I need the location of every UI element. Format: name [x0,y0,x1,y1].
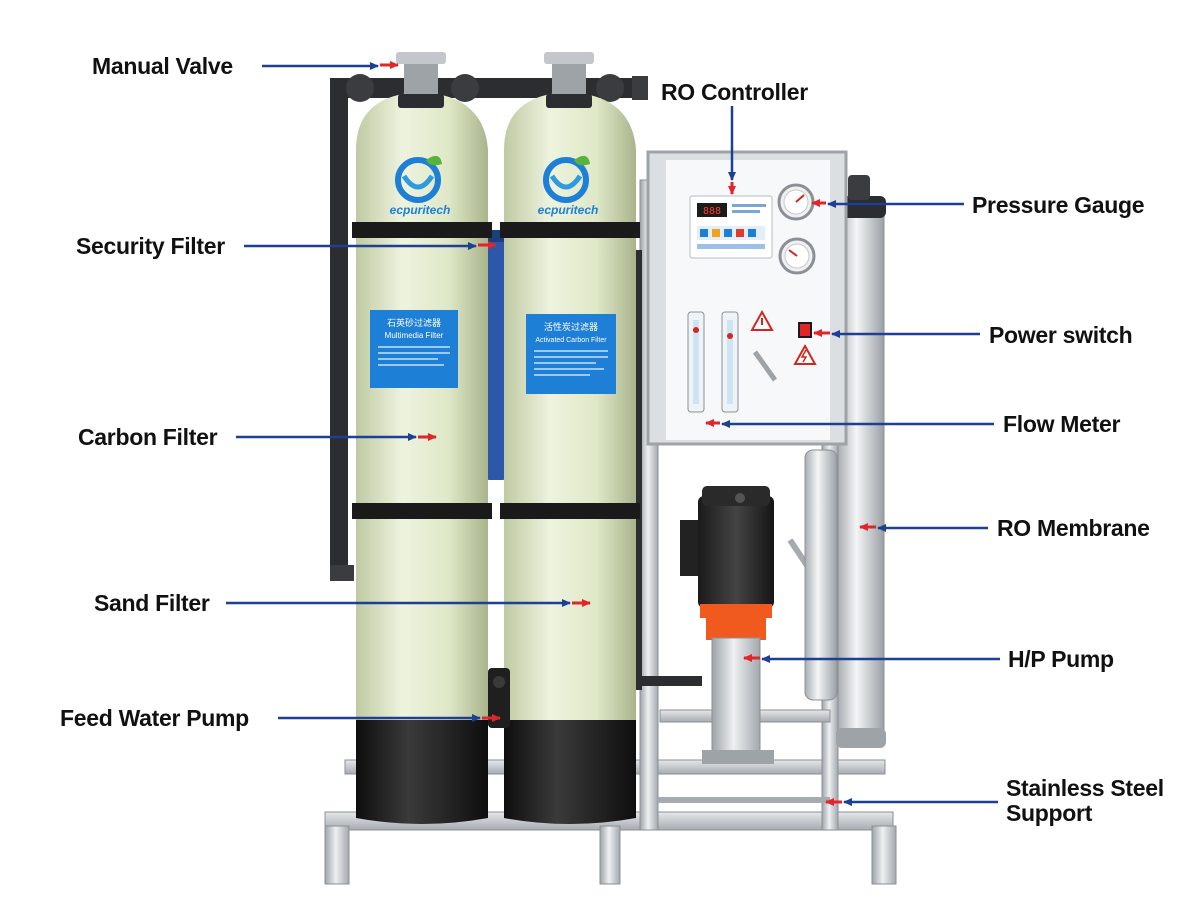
label-feed-water-pump: Feed Water Pump [60,705,249,731]
label-power-switch: Power switch [989,322,1133,348]
leader-arrows [226,62,1000,806]
label-security-filter: Security Filter [76,233,225,259]
left-tank-label-panel [370,310,458,388]
left-tank-label-en: Multimedia Filter [385,331,444,340]
ecpuritech-logo-icon [395,155,442,203]
left-tank-label-cn: 石英砂过滤器 [387,317,441,329]
power-switch [798,322,812,338]
warning-sign-icon [750,309,774,331]
component-pointer-arrows [380,61,876,806]
security-filter-cartridge [486,230,506,480]
label-ro-controller: RO Controller [661,79,808,105]
controller-display: 888 [703,206,721,217]
right-tank-label-en: Activated Carbon Filter [535,337,607,344]
right-tank-label-cn: 活性炭过滤器 [544,321,598,333]
label-stainless-steel-support: Stainless Steel Support [1006,775,1164,826]
label-manual-valve: Manual Valve [92,53,233,79]
pressure-gauge-top [777,183,815,221]
right-tank-label-panel [526,314,616,394]
right-tank-brand: ecpuritech [538,203,599,217]
control-panel: 888 [646,150,848,446]
ro-membrane [804,175,886,748]
hp-pump [680,486,774,764]
label-ro-membrane: RO Membrane [997,515,1150,541]
flow-meter-right [721,311,739,413]
label-pressure-gauge: Pressure Gauge [972,192,1145,218]
activated-carbon-filter-tank: ecpuritech 活性炭过滤器 Activated Carbon Filte… [500,52,640,824]
ro-controller-unit: 888 [689,195,773,259]
multimedia-filter-tank: ecpuritech 石英砂过滤器 Multimedia Filter [352,52,492,824]
electric-hazard-icon [793,343,817,365]
label-flow-meter: Flow Meter [1003,411,1121,437]
label-sand-filter: Sand Filter [94,590,210,616]
flow-meter-left [687,311,705,413]
feed-water-pump [488,668,510,728]
left-tank-brand: ecpuritech [390,203,451,217]
label-carbon-filter: Carbon Filter [78,424,218,450]
ecpuritech-logo-icon [543,155,590,203]
pressure-gauge-bottom [778,237,816,275]
label-hp-pump: H/P Pump [1008,646,1114,672]
